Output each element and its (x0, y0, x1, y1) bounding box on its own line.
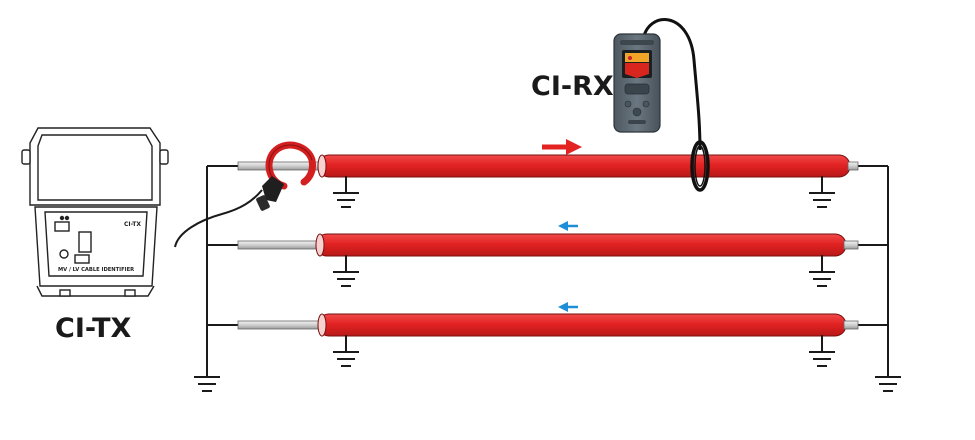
ground-icon (809, 335, 835, 367)
transmitter-model-text: CI-TX (124, 221, 141, 228)
transmitter-footer-text: MV / LV CABLE IDENTIFIER (58, 267, 134, 273)
receiver-label: CI-RX (531, 71, 614, 102)
receiver-device-icon (613, 33, 661, 133)
ground-icon (809, 255, 835, 287)
cable-2 (237, 233, 859, 257)
ground-icon (333, 255, 359, 287)
ground-icon (333, 335, 359, 367)
ground-icon (875, 376, 901, 392)
arrow-left-icon (558, 302, 578, 312)
ground-icon (809, 176, 835, 208)
receiver-probe-cable (641, 18, 710, 192)
ground-icon (194, 376, 220, 392)
arrow-left-icon (558, 221, 578, 231)
cable-1 (237, 154, 859, 178)
arrow-right-icon (542, 139, 582, 155)
cable-3 (237, 313, 859, 337)
ground-icon (333, 176, 359, 208)
clamp-icon (256, 141, 316, 211)
transmitter-label: CI-TX (55, 313, 132, 344)
transmitter-case-icon: CI-TX MV / LV CABLE IDENTIFIER (21, 127, 169, 297)
wiring-frame (174, 165, 889, 377)
